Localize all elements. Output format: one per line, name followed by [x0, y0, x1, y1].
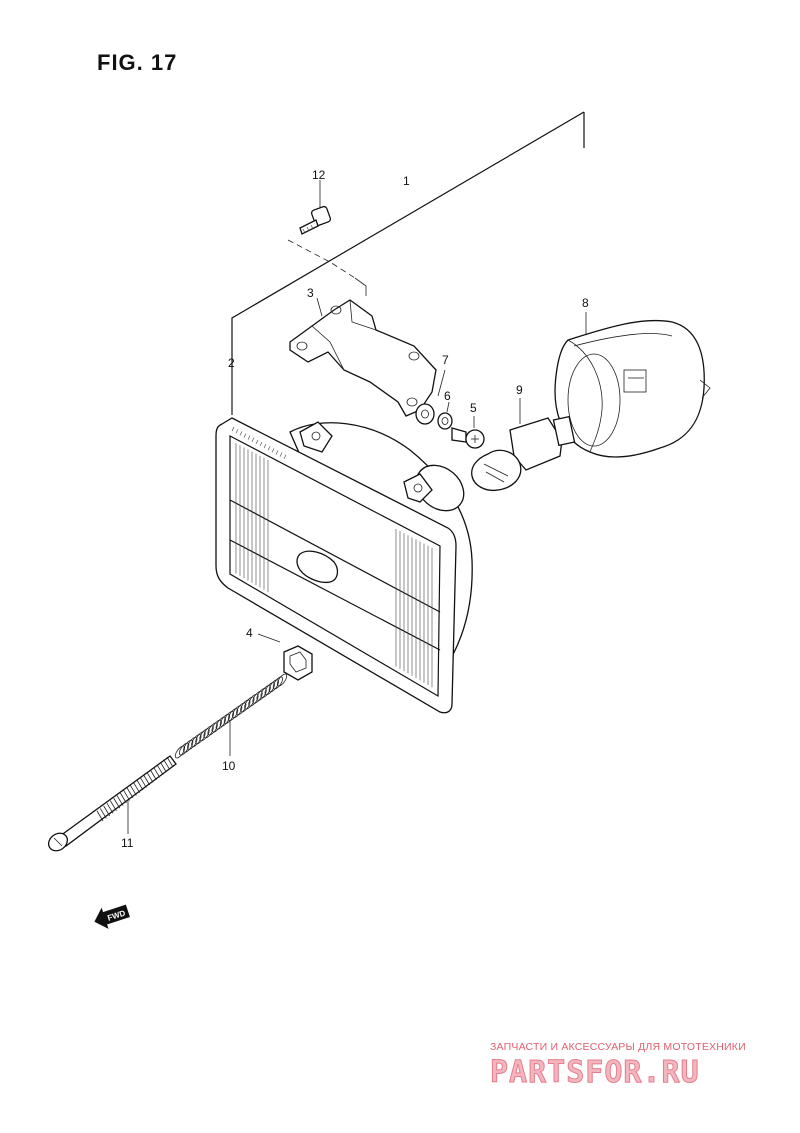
screw-thread: [166, 756, 174, 768]
screw-thread: [143, 774, 151, 786]
screw-thread: [139, 777, 147, 788]
screw-thread: [106, 803, 114, 814]
screw-thread: [116, 795, 124, 806]
spring-coil: [191, 734, 202, 747]
part-9-bulb: [471, 398, 576, 492]
callout-8: 8: [582, 296, 589, 310]
bezel-hatch-line: [235, 429, 239, 434]
screw-thread: [159, 761, 167, 773]
part-11-adjusting-screw: [47, 755, 177, 852]
spring-coil: [174, 745, 186, 759]
spring-coil: [268, 679, 279, 693]
spring-coil: [183, 739, 194, 753]
screw-thread: [133, 782, 141, 793]
screw-thread: [119, 792, 127, 804]
bezel-hatch-line: [239, 431, 243, 436]
screw-thread: [149, 769, 157, 781]
bezel-hatch-line: [251, 437, 255, 442]
bezel-hatch-line: [255, 439, 259, 445]
callout-6: 6: [444, 389, 451, 403]
spring-coil: [240, 699, 251, 713]
spring-coil: [264, 682, 275, 696]
screw-thread: [156, 764, 164, 775]
part-4-clip-nut: [257, 633, 313, 681]
bezel-hatch-line: [263, 443, 267, 449]
screw-thread: [163, 759, 171, 770]
bezel-hatch-line: [267, 446, 271, 451]
part-12-bolt: [287, 180, 367, 296]
spring-coil: [232, 705, 243, 719]
spring-coil: [256, 688, 267, 701]
spring-coil: [236, 702, 247, 716]
spring-coil: [203, 725, 214, 739]
spring-coil: [199, 728, 210, 742]
spring-coil: [244, 696, 255, 710]
callout-1: 1: [403, 174, 410, 188]
fwd-marker: FWD: [94, 904, 130, 929]
screw-thread: [126, 787, 134, 799]
screw-thread: [113, 797, 121, 809]
screw-thread: [153, 767, 161, 778]
screw-thread: [123, 790, 131, 801]
spring-coil: [223, 711, 235, 724]
spring-coil: [252, 690, 263, 704]
part-10-spring: [174, 673, 288, 759]
callout-3: 3: [307, 286, 314, 300]
spring-coil: [187, 736, 198, 750]
bezel-hatch-line: [275, 450, 279, 455]
spring-coil: [260, 685, 271, 698]
spring-coils: [174, 673, 288, 759]
callout-11: 11: [121, 836, 134, 850]
spring-coil: [227, 708, 239, 721]
screw-thread: [103, 805, 111, 817]
bezel-hatch-line: [271, 448, 275, 453]
bezel-hatch-line: [283, 454, 287, 459]
bezel-hatch-line: [247, 435, 251, 440]
spring-coil: [207, 722, 218, 736]
callout-9: 9: [516, 383, 523, 397]
bezel-hatch-line: [279, 452, 283, 457]
callout-7: 7: [442, 353, 449, 367]
screw-thread: [146, 772, 154, 783]
spring-coil: [215, 716, 226, 730]
spring-coil: [178, 742, 190, 756]
spring-coil: [248, 693, 259, 707]
part-3-bracket: [289, 297, 437, 417]
part-5-screw: [451, 416, 485, 449]
part-8-socket-cover: [554, 312, 711, 458]
screw-thread: [109, 800, 117, 811]
figure-title: FIG. 17: [97, 50, 177, 75]
screw-thread: [96, 810, 104, 822]
callout-4: 4: [246, 626, 253, 640]
callout-5: 5: [470, 401, 477, 415]
screw-threads: [96, 756, 174, 822]
screw-thread: [99, 808, 107, 819]
watermark: ЗАПЧАСТИ И АКСЕССУАРЫ ДЛЯ МОТОТЕХНИКИ PA…: [490, 1041, 746, 1091]
bezel-hatch-line: [231, 426, 235, 432]
part-7-washer: [415, 369, 446, 425]
spring-coil: [272, 676, 284, 690]
callout-labels: 1 2 3 4 5 6 7 8 9 10 11 12: [121, 168, 589, 850]
fwd-arrow-icon: [94, 904, 130, 929]
part-2-headlight-unit: [215, 368, 473, 714]
lens-hatching: [231, 426, 433, 688]
watermark-tagline: ЗАПЧАСТИ И АКСЕССУАРЫ ДЛЯ МОТОТЕХНИКИ: [490, 1041, 746, 1053]
watermark-brand: PARTSFOR.RU: [490, 1055, 700, 1090]
spring-coil: [219, 713, 230, 727]
part-6-washer: [437, 401, 453, 430]
callout-2: 2: [228, 356, 235, 370]
bezel-hatch-line: [259, 441, 263, 447]
screw-thread: [129, 785, 137, 796]
spring-coil: [195, 731, 206, 744]
spring-coil: [276, 673, 288, 687]
callout-12: 12: [312, 168, 326, 182]
screw-thread: [136, 779, 144, 791]
spring-coil: [211, 719, 222, 733]
bezel-hatch-line: [243, 433, 247, 438]
callout-10: 10: [222, 759, 236, 773]
